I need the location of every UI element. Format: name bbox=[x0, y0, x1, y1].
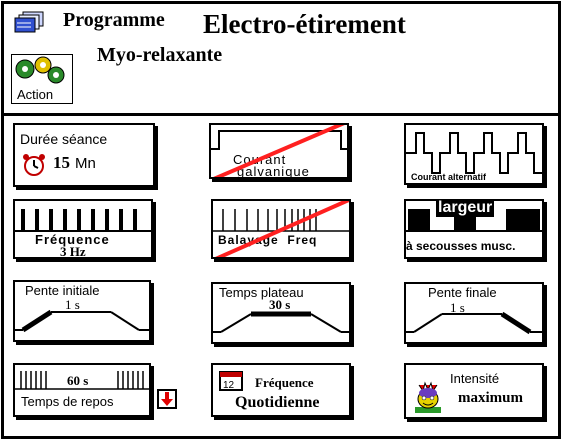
largeur-title: largeur bbox=[436, 199, 495, 217]
pente-finale-value: 1 s bbox=[450, 300, 465, 315]
frequence-title: Fréquence bbox=[35, 232, 110, 247]
header-divider bbox=[1, 113, 561, 116]
temps-repos-tile[interactable]: 60 s Temps de repos bbox=[13, 363, 151, 417]
balayage-tile[interactable]: Balayage Freq bbox=[211, 199, 351, 259]
down-arrow-icon bbox=[161, 392, 173, 406]
galvanic-waveform bbox=[211, 130, 347, 150]
temps-repos-value: 60 s bbox=[67, 373, 89, 388]
alternating-waveform bbox=[406, 132, 542, 174]
duree-seance-tile[interactable]: Durée séance 15 Mn bbox=[13, 123, 155, 187]
gears-icon bbox=[15, 56, 65, 84]
pente-finale-title: Pente finale bbox=[428, 285, 497, 300]
pente-initiale-title: Pente initiale bbox=[25, 283, 100, 298]
rest-pulses bbox=[15, 371, 149, 390]
frequence-value: 3 Hz bbox=[60, 244, 86, 259]
frequence-seance-title: Fréquence bbox=[255, 375, 314, 390]
pente-initiale-tile[interactable]: Pente initiale 1 s bbox=[13, 280, 151, 342]
plateau-graph bbox=[213, 311, 349, 333]
disabled-strike-icon bbox=[215, 201, 349, 257]
temps-plateau-tile[interactable]: Temps plateau 30 s bbox=[211, 282, 351, 344]
down-arrow-button[interactable] bbox=[157, 389, 177, 409]
svg-text:12: 12 bbox=[223, 380, 235, 391]
programme-label: Programme bbox=[63, 9, 165, 31]
duree-unit: Mn bbox=[75, 155, 96, 172]
alternatif-label: Courant alternatif bbox=[411, 172, 487, 182]
intensite-tile[interactable]: Intensité maximum bbox=[404, 363, 544, 419]
largeur-label: à secousses musc. bbox=[406, 239, 516, 253]
frequence-tile[interactable]: Fréquence 3 Hz bbox=[13, 199, 153, 259]
temps-repos-label: Temps de repos bbox=[21, 394, 114, 409]
action-button[interactable]: Action bbox=[11, 54, 73, 104]
courant-alternatif-tile[interactable]: Courant alternatif bbox=[404, 123, 544, 185]
mode-title: Electro-étirement bbox=[203, 9, 406, 39]
temps-plateau-title: Temps plateau bbox=[219, 285, 304, 300]
duree-title: Durée séance bbox=[20, 131, 108, 147]
pente-finale-tile[interactable]: Pente finale 1 s bbox=[404, 282, 544, 344]
pente-initiale-value: 1 s bbox=[65, 297, 80, 312]
galvanique-line2: galvanique bbox=[237, 164, 310, 179]
temps-plateau-value: 30 s bbox=[269, 297, 291, 312]
duree-value: 15 bbox=[53, 153, 70, 172]
subtitle: Myo-relaxante bbox=[97, 44, 223, 66]
intensite-value: maximum bbox=[458, 390, 523, 406]
frequency-pulses bbox=[15, 209, 151, 232]
ramp-down-graph bbox=[406, 311, 542, 335]
largeur-tile[interactable]: largeur à secousses musc. bbox=[404, 199, 544, 259]
ramp-up-graph bbox=[15, 309, 149, 333]
frequence-seance-tile[interactable]: 12 Fréquence Quotidienne bbox=[211, 363, 351, 417]
action-label: Action bbox=[17, 87, 54, 102]
programme-icon[interactable] bbox=[13, 10, 47, 41]
courant-galvanique-tile[interactable]: Courant galvanique bbox=[209, 123, 349, 179]
intensite-title: Intensité bbox=[450, 371, 500, 386]
disabled-strike-icon bbox=[213, 125, 345, 177]
frequence-seance-value: Quotidienne bbox=[235, 394, 320, 411]
